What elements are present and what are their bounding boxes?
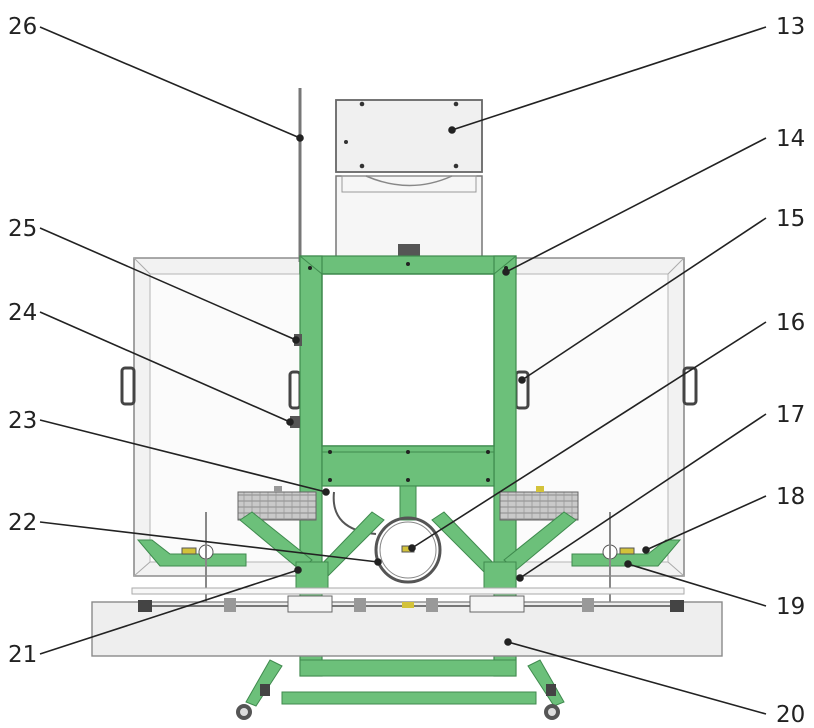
- bottom-beam: [91, 587, 723, 657]
- callout-18: 18: [776, 484, 805, 510]
- leader-lines: [39, 26, 767, 715]
- callout-22: 22: [8, 510, 37, 536]
- callout-23: 23: [8, 408, 37, 434]
- callout-21: 21: [8, 642, 37, 668]
- callout-14: 14: [776, 126, 805, 152]
- callout-24: 24: [8, 300, 37, 326]
- top-display-box: [335, 99, 483, 259]
- left-side-panel: [120, 257, 302, 577]
- callout-26: 26: [8, 14, 37, 40]
- callout-16: 16: [776, 310, 805, 336]
- callout-13: 13: [776, 14, 805, 40]
- base-stand: [236, 659, 565, 720]
- callout-17: 17: [776, 402, 805, 428]
- callout-20: 20: [776, 702, 805, 728]
- callout-19: 19: [776, 594, 805, 620]
- green-arms: [136, 511, 682, 640]
- callout-labels: 26 13 14 15 16 17 18 19 20 21 22 23 24 2…: [8, 14, 805, 728]
- callout-25: 25: [8, 216, 37, 242]
- callout-15: 15: [776, 206, 805, 232]
- right-side-panel: [513, 257, 698, 577]
